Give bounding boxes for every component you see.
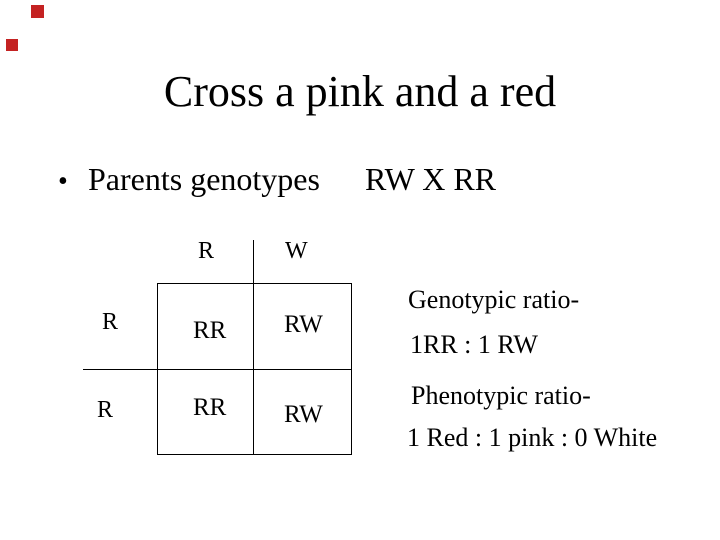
bullet-text: Parents genotypes [88, 161, 320, 197]
punnett-cell-row2-col1: RR [193, 394, 227, 421]
genotypic-ratio-label: Genotypic ratio- [408, 285, 580, 314]
punnett-row-header-r1: R [102, 309, 119, 335]
bullet-marker: • [58, 166, 68, 197]
punnett-column-divider-line [253, 240, 254, 455]
slide-title: Cross a pink and a red [163, 67, 557, 116]
bullet-item-parents-genotypes: • Parents genotypes [58, 161, 320, 198]
punnett-col-header-r: R [198, 238, 215, 264]
genotypic-ratio-value: 1RR : 1 RW [410, 330, 538, 359]
punnett-row-header-r2: R [97, 397, 114, 423]
punnett-cell-row2-col2: RW [284, 401, 323, 428]
punnett-row-divider-line [83, 369, 352, 370]
phenotypic-ratio-label: Phenotypic ratio- [411, 381, 591, 410]
red-accent-square-top [31, 5, 44, 18]
red-accent-square-left [6, 39, 18, 51]
punnett-col-header-w: W [285, 238, 308, 264]
parent-cross-genotypes: RW X RR [365, 161, 496, 197]
punnett-cell-row1-col2: RW [284, 311, 323, 338]
punnett-cell-row1-col1: RR [193, 317, 227, 344]
phenotypic-ratio-value: 1 Red : 1 pink : 0 White [407, 423, 658, 452]
